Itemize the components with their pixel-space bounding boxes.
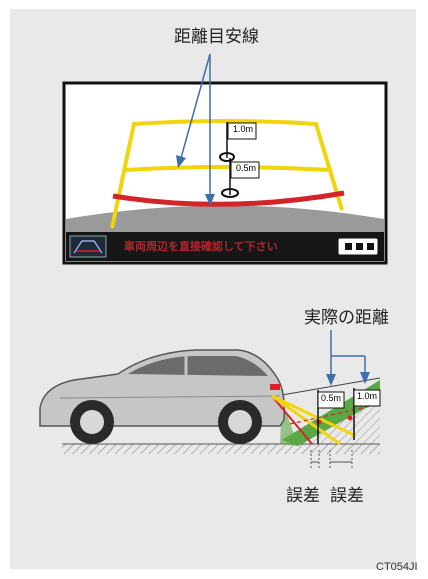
camera-view: [62, 53, 388, 265]
figure-code: CT054JI: [376, 561, 418, 573]
side-diagram: [39, 330, 381, 470]
actual-distance-label: 実際の距離: [304, 308, 389, 328]
camera-flag-1m: 1.0m: [232, 124, 253, 134]
error-label-1: 誤差: [286, 486, 320, 506]
side-flag-1m: 1.0m: [356, 391, 377, 401]
camera-flag-05m: 0.5m: [235, 163, 256, 173]
side-flag-05m: 0.5m: [320, 393, 341, 403]
distance-guide-label: 距離目安線: [174, 27, 259, 47]
yellow-guide-line: [110, 119, 344, 229]
red-guide-line: [112, 190, 345, 207]
camera-warning-text: 車両周辺を直接確認して下さい: [124, 240, 278, 253]
car-icon: [39, 349, 286, 444]
error-label-2: 誤差: [330, 486, 364, 506]
